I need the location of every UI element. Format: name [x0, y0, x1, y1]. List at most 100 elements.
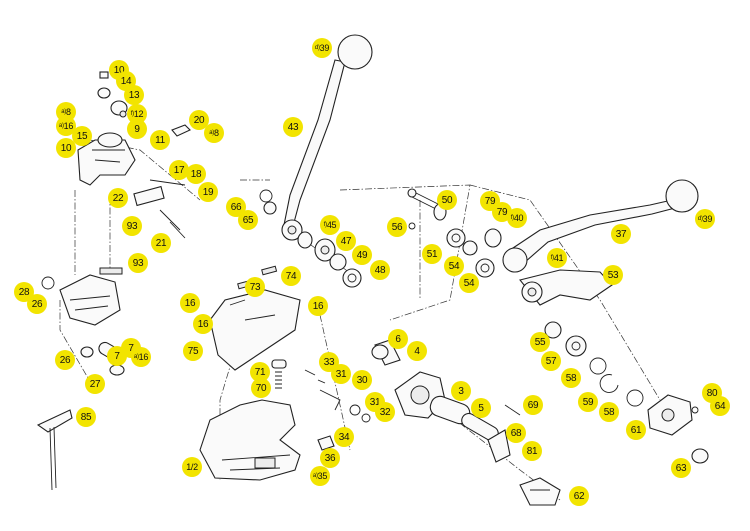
callout-number: 53: [607, 269, 619, 281]
callout-number: 4: [414, 345, 420, 357]
callout-number: 39: [319, 43, 330, 53]
callout-number: 17: [173, 164, 185, 176]
callout-number: 65: [242, 214, 254, 226]
callout-number: 11: [155, 134, 165, 146]
part-callout-4: 4: [407, 341, 427, 361]
callout-number: 63: [675, 462, 687, 474]
part-callout-15: 15: [72, 126, 92, 146]
part-callout-63: 63: [671, 458, 691, 478]
part-callout-21: 21: [151, 233, 171, 253]
callout-number: 26: [31, 298, 43, 310]
callout-number: 75: [187, 345, 199, 357]
lever-arm-right: [502, 179, 709, 464]
part-callout-34: 34: [334, 427, 354, 447]
callout-number: 61: [630, 424, 642, 436]
callout-number: 47: [340, 235, 352, 247]
callout-number: 54: [448, 260, 460, 272]
callout-number: 26: [59, 354, 71, 366]
callout-number: 70: [255, 382, 267, 394]
part-callout-20: 20: [189, 110, 209, 130]
callout-number: 58: [565, 372, 577, 384]
callout-number: 9: [134, 123, 140, 135]
callout-number: 37: [615, 228, 627, 240]
part-callout-39a: d)39: [312, 38, 332, 58]
part-callout-10b: 10: [56, 138, 76, 158]
callout-number: 93: [132, 257, 144, 269]
part-callout-9: 9: [127, 119, 147, 139]
part-callout-62: 62: [569, 486, 589, 506]
callout-number: 34: [338, 431, 350, 443]
callout-number: 16: [197, 318, 209, 330]
callout-number: 40: [513, 213, 524, 223]
callout-number: 41: [553, 253, 564, 263]
callout-number: 18: [190, 168, 202, 180]
part-callout-53: 53: [603, 265, 623, 285]
callout-number: 16: [312, 300, 324, 312]
part-callout-32: 32: [375, 402, 395, 422]
shaft-assembly: [371, 188, 561, 506]
callout-number: 68: [510, 427, 522, 439]
callout-number: 74: [285, 270, 297, 282]
part-callout-41: f)41: [547, 248, 567, 268]
part-callout-55: 55: [530, 332, 550, 352]
callout-number: 28: [18, 286, 30, 298]
part-callout-54b: 54: [459, 273, 479, 293]
callout-number: 62: [573, 490, 585, 502]
callout-number: 73: [249, 281, 261, 293]
callout-number: 3: [458, 385, 464, 397]
callout-number: 80: [706, 387, 718, 399]
callout-number: 79: [484, 195, 496, 207]
callout-number: 5: [478, 402, 484, 414]
part-callout-31a: 31: [331, 364, 351, 384]
callout-number: 13: [128, 89, 140, 101]
callout-number: 32: [379, 406, 391, 418]
callout-number: 30: [356, 374, 368, 386]
part-callout-75: 75: [183, 341, 203, 361]
callout-number: 45: [326, 220, 337, 230]
callout-number: 10: [60, 142, 72, 154]
callout-number: 54: [463, 277, 475, 289]
callout-number: 16: [138, 352, 149, 362]
callout-number: 57: [545, 355, 557, 367]
callout-number: 7: [128, 342, 134, 354]
part-callout-11: 11: [150, 130, 170, 150]
callout-number: 22: [112, 192, 124, 204]
part-callout-93a: 93: [122, 216, 142, 236]
part-callout-73: 73: [245, 277, 265, 297]
part-callout-16c: 16: [180, 293, 200, 313]
part-callout-64: 64: [710, 396, 730, 416]
callout-number: 55: [534, 336, 546, 348]
part-callout-16a: a)16: [56, 116, 76, 136]
part-callout-27: 27: [85, 374, 105, 394]
callout-number: 6: [395, 333, 401, 345]
part-callout-50: 50: [437, 190, 457, 210]
part-callout-47: 47: [336, 231, 356, 251]
callout-number: 31: [369, 396, 381, 408]
part-callout-18: 18: [186, 164, 206, 184]
part-callout-30: 30: [352, 370, 372, 390]
part-callout-19: 19: [198, 182, 218, 202]
part-callout-13: 13: [124, 85, 144, 105]
part-callout-43: 43: [283, 117, 303, 137]
part-callout-17: 17: [169, 160, 189, 180]
part-callout-40: f)40: [507, 208, 527, 228]
part-callout-69: 69: [523, 395, 543, 415]
callout-number: 58: [603, 406, 615, 418]
part-callout-49: 49: [352, 245, 372, 265]
callout-number: 36: [324, 452, 336, 464]
part-callout-37: 37: [611, 224, 631, 244]
part-callout-65: 65: [238, 210, 258, 230]
part-callout-81: 81: [522, 441, 542, 461]
part-callout-36: 36: [320, 448, 340, 468]
callout-number: 59: [582, 396, 594, 408]
callout-number: 51: [426, 248, 438, 260]
callout-number: 33: [323, 356, 335, 368]
callout-number: 50: [441, 194, 453, 206]
callout-number: 14: [120, 75, 132, 87]
part-callout-68: 68: [506, 423, 526, 443]
lever-arm-left: [259, 34, 373, 288]
part-callout-16e: 16: [308, 296, 328, 316]
t-handle-tool: [36, 409, 73, 491]
